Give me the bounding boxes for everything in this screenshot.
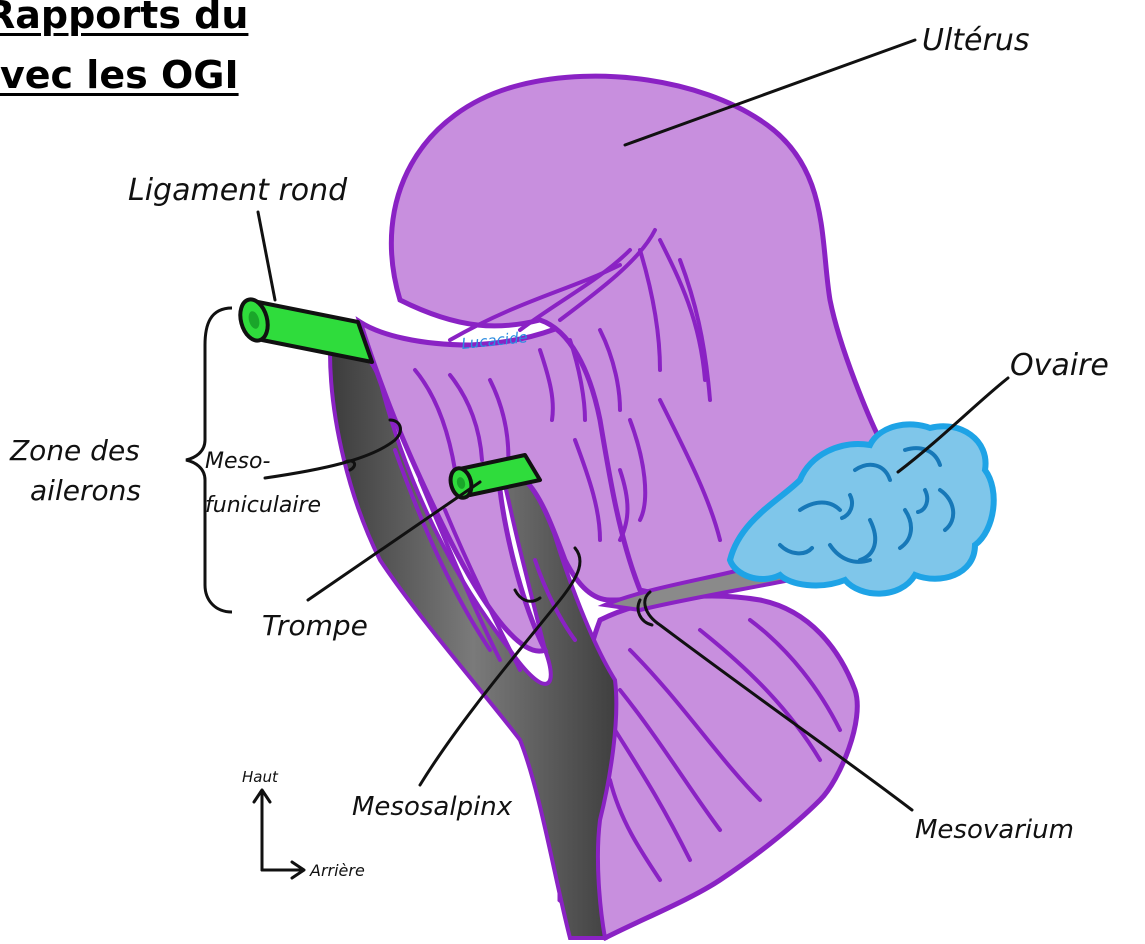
label-zone-line1: Zone des (9, 434, 140, 467)
label-mesovarium: Mesovarium (915, 815, 1074, 845)
up-arrow-icon (254, 790, 270, 870)
label-ovaire: Ovaire (1010, 348, 1109, 383)
label-back: Arrière (309, 861, 365, 880)
orientation-indicator (254, 790, 304, 878)
label-mesofuniculaire-line1: Meso- (205, 449, 270, 474)
label-uterus: Ultérus (922, 23, 1030, 58)
label-zone-line2: ailerons (30, 474, 141, 507)
label-up: Haut (242, 768, 279, 786)
leader-ligament-rond (258, 212, 275, 300)
label-trompe: Trompe (262, 609, 368, 642)
label-mesofuniculaire-line2: funiculaire (205, 493, 321, 518)
label-ligament-rond: Ligament rond (128, 173, 348, 208)
round-ligament (236, 296, 372, 362)
label-mesosalpinx: Mesosalpinx (352, 792, 513, 822)
back-arrow-icon (262, 862, 304, 878)
